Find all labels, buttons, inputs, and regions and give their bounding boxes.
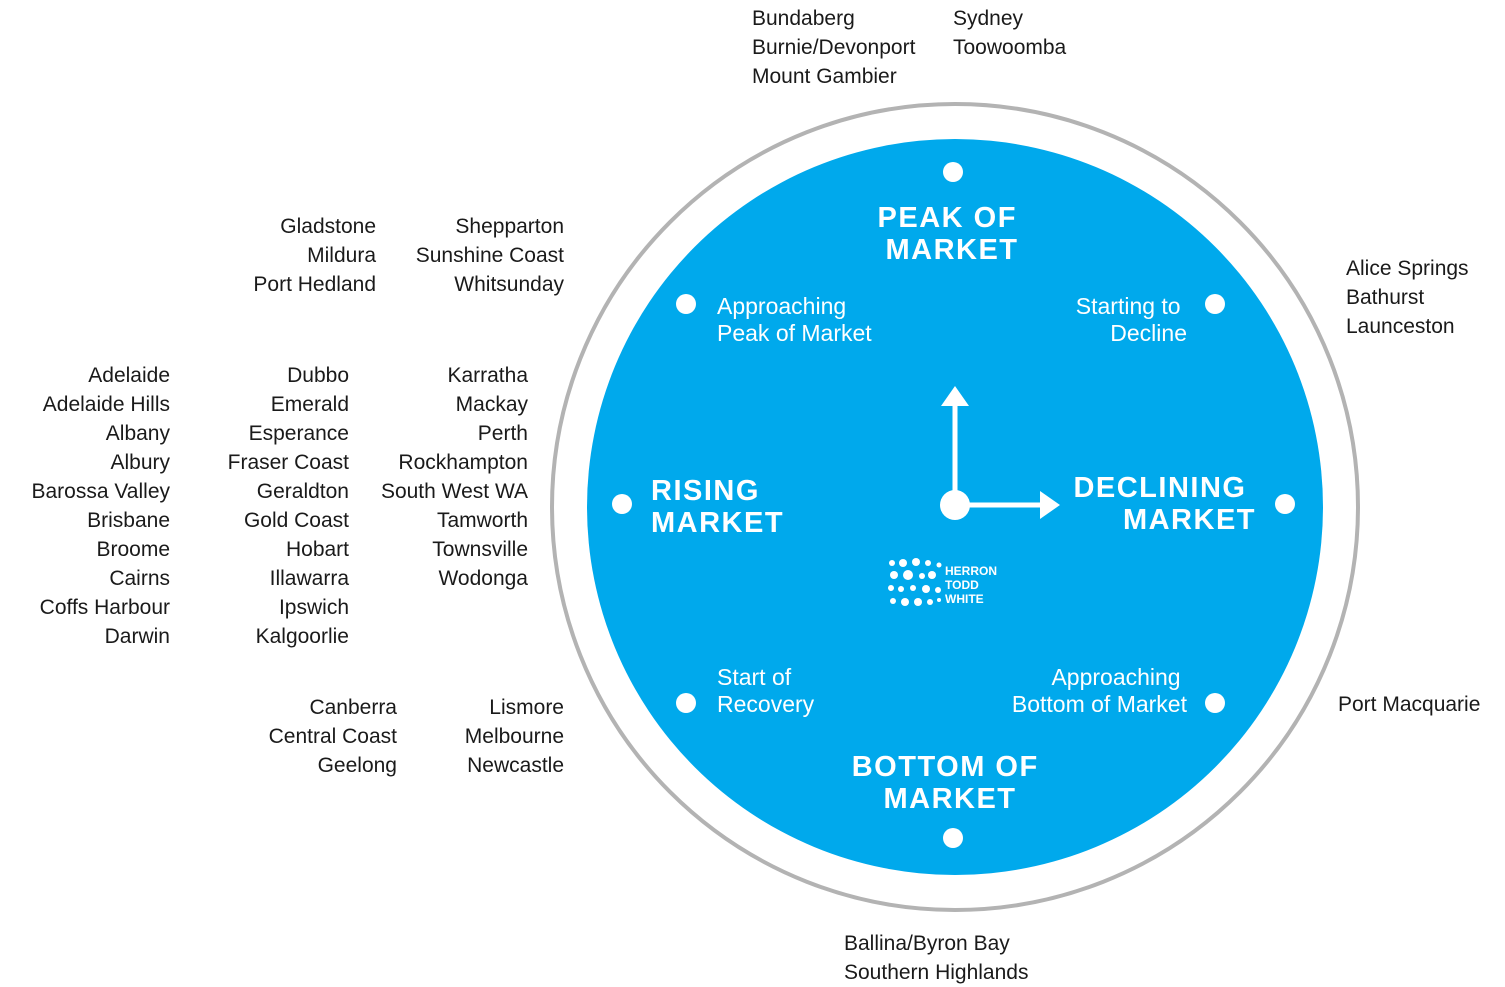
- region-name: Karratha: [447, 364, 528, 387]
- region-name: Geelong: [317, 754, 397, 777]
- marker-approaching-peak: [676, 294, 696, 314]
- region-name: Central Coast: [268, 725, 397, 748]
- region-name: Mackay: [455, 393, 528, 416]
- marker-bottom: [943, 828, 963, 848]
- region-name: Melbourne: [464, 725, 564, 748]
- region-name: Fraser Coast: [227, 451, 349, 474]
- region-name: Coffs Harbour: [39, 596, 170, 619]
- phase-label-peak: PEAK OF MARKET: [878, 202, 1027, 266]
- region-name: Lismore: [489, 696, 564, 719]
- region-name: Gladstone: [280, 215, 376, 238]
- region-name: Alice Springs: [1346, 257, 1469, 280]
- region-name: Toowoomba: [953, 36, 1067, 59]
- marker-start-recovery: [676, 693, 696, 713]
- region-name: Shepparton: [455, 215, 564, 238]
- region-name: Port Hedland: [253, 273, 376, 296]
- arrow-right-icon: [1040, 491, 1060, 519]
- region-name: Barossa Valley: [31, 480, 170, 503]
- region-name: Ballina/Byron Bay: [844, 932, 1010, 955]
- region-name: Esperance: [248, 422, 349, 445]
- region-name: Darwin: [104, 625, 170, 648]
- region-name: Dubbo: [287, 364, 349, 387]
- region-name: Sunshine Coast: [415, 244, 564, 267]
- stage-label-approaching-bottom: Approaching Bottom of Market: [1012, 664, 1188, 717]
- region-name: Wodonga: [438, 567, 528, 590]
- region-name: Launceston: [1346, 315, 1455, 338]
- region-name: Geraldton: [256, 480, 349, 503]
- region-name: Southern Highlands: [844, 961, 1029, 984]
- phase-label-rising: RISING MARKET: [651, 475, 784, 539]
- region-name: Adelaide: [88, 364, 170, 387]
- herron-todd-white-dots-logo: [888, 558, 942, 606]
- marker-approaching-bottom: [1205, 693, 1225, 713]
- marker-rising: [612, 494, 632, 514]
- region-name: Townsville: [432, 538, 528, 561]
- region-name: Hobart: [285, 538, 349, 561]
- region-name: Kalgoorlie: [255, 625, 349, 648]
- logo-text: HERRON TODD WHITE: [945, 564, 1000, 606]
- region-name: Emerald: [270, 393, 349, 416]
- region-name: Broome: [96, 538, 170, 561]
- phase-label-bottom: BOTTOM OF MARKET: [852, 751, 1049, 815]
- stage-label-start-recovery: Start of Recovery: [717, 664, 815, 717]
- region-name: South West WA: [380, 480, 528, 503]
- region-name: Albany: [105, 422, 170, 445]
- region-name: Newcastle: [467, 754, 564, 777]
- outer-ring: [550, 102, 1360, 912]
- region-name: Tamworth: [436, 509, 528, 532]
- region-name: Mount Gambier: [752, 65, 897, 88]
- phase-label-declining: DECLINING MARKET: [1073, 472, 1256, 536]
- clock-center: [940, 490, 970, 520]
- region-name: Ipswich: [278, 596, 349, 619]
- region-name: Port Macquarie: [1338, 693, 1481, 716]
- region-name: Brisbane: [87, 509, 170, 532]
- region-name: Bathurst: [1346, 286, 1425, 309]
- region-name: Perth: [477, 422, 528, 445]
- region-name: Gold Coast: [243, 509, 349, 532]
- region-name: Albury: [110, 451, 170, 474]
- region-name: Burnie/Devonport: [752, 36, 916, 59]
- region-name: Illawarra: [269, 567, 349, 590]
- region-name: Mildura: [307, 244, 376, 267]
- marker-declining: [1275, 494, 1295, 514]
- stage-label-starting-decline: Starting to Decline: [1076, 293, 1187, 346]
- list-approaching-bottom-col1: Port Macquarie: [1338, 690, 1480, 719]
- region-name: Rockhampton: [398, 451, 528, 474]
- region-name: Cairns: [109, 567, 170, 590]
- region-name: Bundaberg: [752, 7, 855, 30]
- arrow-up-icon: [941, 386, 969, 406]
- region-name: Whitsunday: [454, 273, 564, 296]
- stage-label-approaching-peak: Approaching Peak of Market: [717, 293, 872, 346]
- region-name: Adelaide Hills: [42, 393, 170, 416]
- marker-peak: [943, 162, 963, 182]
- marker-starting-decline: [1205, 294, 1225, 314]
- region-name: Sydney: [953, 7, 1024, 30]
- region-name: Canberra: [309, 696, 397, 719]
- clock-hands: [940, 386, 1060, 520]
